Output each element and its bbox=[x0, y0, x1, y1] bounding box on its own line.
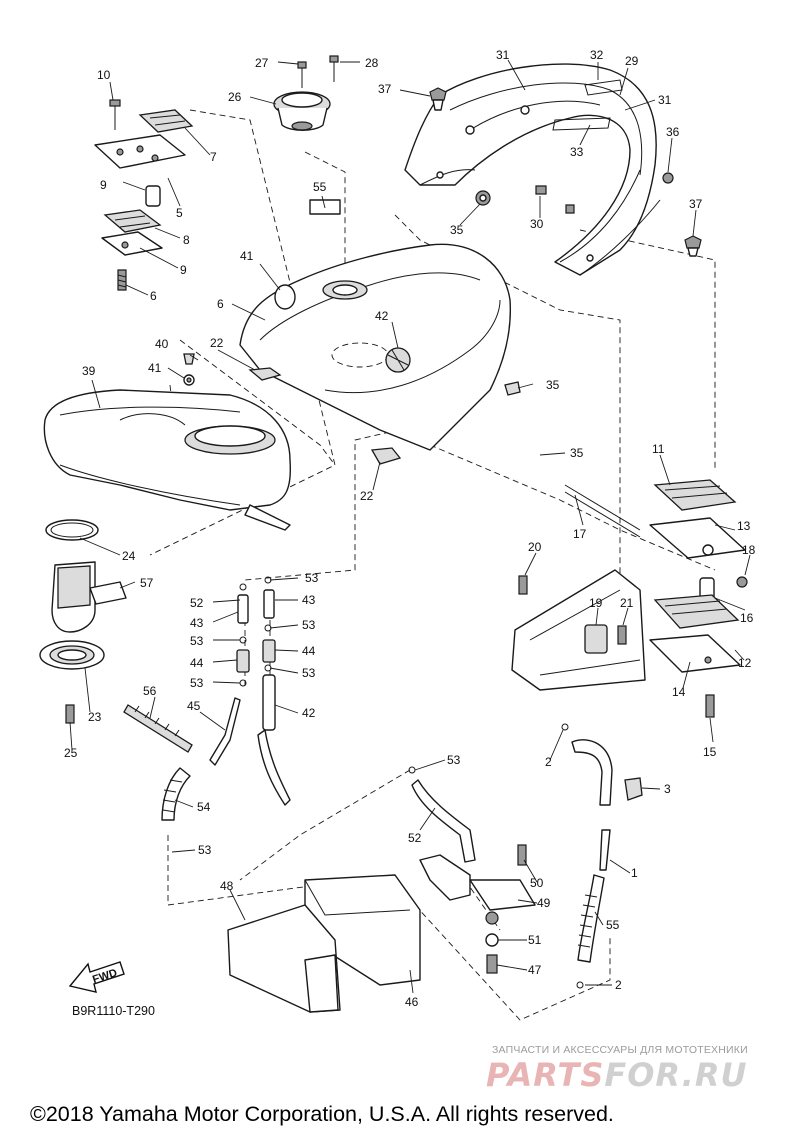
watermark-logo-part-b: FOR.RU bbox=[604, 1056, 748, 1094]
callout: 53 bbox=[302, 618, 316, 632]
callout: 22 bbox=[210, 336, 224, 350]
callout: 43 bbox=[302, 593, 316, 607]
callout: 53 bbox=[190, 676, 204, 690]
tank-grommet bbox=[183, 353, 195, 386]
callout: 33 bbox=[570, 145, 584, 159]
callout: 53 bbox=[302, 666, 316, 680]
diagram-code: B9R1110-T290 bbox=[72, 1004, 155, 1018]
callout: 18 bbox=[742, 543, 756, 557]
fuel-tank bbox=[43, 389, 292, 531]
callout: 49 bbox=[537, 896, 551, 910]
callout: 14 bbox=[672, 685, 686, 699]
callout: 35 bbox=[450, 223, 464, 237]
breather-hoses bbox=[408, 723, 643, 989]
callout: 1 bbox=[631, 866, 638, 880]
callout: 12 bbox=[738, 656, 752, 670]
tank-cover bbox=[239, 199, 521, 465]
seat-cowl bbox=[404, 63, 661, 276]
leader-lines bbox=[69, 59, 751, 994]
callout: 35 bbox=[570, 446, 584, 460]
callout: 37 bbox=[378, 82, 392, 96]
drain-hose bbox=[123, 697, 241, 821]
callout: 32 bbox=[590, 48, 604, 62]
copyright-notice: ©2018 Yamaha Motor Corporation, U.S.A. A… bbox=[30, 1102, 614, 1126]
callout: 53 bbox=[190, 634, 204, 648]
callout: 42 bbox=[302, 706, 316, 720]
evap-canister bbox=[227, 844, 536, 1013]
callout: 6 bbox=[217, 297, 224, 311]
watermark-shop-text: ЗАПЧАСТИ И АКСЕССУАРЫ ДЛЯ МОТОТЕХНИКИ bbox=[492, 1044, 748, 1056]
callout: 51 bbox=[528, 933, 542, 947]
callout: 56 bbox=[143, 684, 157, 698]
callout: 50 bbox=[530, 876, 544, 890]
callout: 26 bbox=[228, 90, 242, 104]
callout: 9 bbox=[180, 263, 187, 277]
callout: 52 bbox=[408, 831, 422, 845]
callout: 21 bbox=[620, 596, 634, 610]
callout: 19 bbox=[589, 596, 603, 610]
mount-brackets bbox=[511, 479, 748, 718]
fuel-pump bbox=[39, 519, 127, 724]
callout: 41 bbox=[240, 249, 254, 263]
callout: 31 bbox=[658, 93, 672, 107]
callout: 11 bbox=[652, 442, 665, 456]
callout: 48 bbox=[220, 879, 234, 893]
callout: 10 bbox=[97, 68, 111, 82]
callout: 30 bbox=[530, 217, 544, 231]
callout: 5 bbox=[176, 206, 183, 220]
callout: 57 bbox=[140, 576, 154, 590]
callout: 16 bbox=[740, 611, 754, 625]
callout: 25 bbox=[64, 746, 78, 760]
callout: 17 bbox=[573, 527, 587, 541]
callout: 36 bbox=[666, 125, 680, 139]
callout: 45 bbox=[187, 699, 201, 713]
callout-numbers: 10 9 5 7 8 9 6 27 28 26 55 41 6 42 22 40… bbox=[64, 48, 756, 1009]
callout: 22 bbox=[360, 489, 374, 503]
watermark-logo: PARTSFOR.RU bbox=[486, 1056, 747, 1094]
callout: 7 bbox=[210, 150, 217, 164]
callout: 23 bbox=[88, 710, 102, 724]
callout: 31 bbox=[496, 48, 510, 62]
callout: 39 bbox=[82, 364, 96, 378]
hose-fittings bbox=[236, 576, 291, 806]
callout: 8 bbox=[183, 233, 190, 247]
callout: 2 bbox=[545, 755, 552, 769]
callout: 52 bbox=[190, 596, 204, 610]
callout: 44 bbox=[190, 656, 204, 670]
callout: 55 bbox=[606, 918, 620, 932]
callout: 44 bbox=[302, 644, 316, 658]
callout: 41 bbox=[148, 361, 162, 375]
callout: 9 bbox=[100, 178, 107, 192]
callout: 42 bbox=[375, 309, 389, 323]
callout: 3 bbox=[664, 782, 671, 796]
forward-arrow-icon: FWD bbox=[68, 961, 125, 993]
callout: 27 bbox=[255, 56, 269, 70]
callout: 53 bbox=[305, 571, 319, 585]
callout: 53 bbox=[447, 753, 461, 767]
callout: 46 bbox=[405, 995, 419, 1009]
callout: 40 bbox=[155, 337, 169, 351]
callout: 55 bbox=[313, 180, 327, 194]
callout: 43 bbox=[190, 616, 204, 630]
watermark-logo-part-a: PARTS bbox=[486, 1056, 605, 1094]
callout: 28 bbox=[365, 56, 379, 70]
callout: 15 bbox=[703, 745, 717, 759]
callout: 54 bbox=[197, 800, 211, 814]
callout: 6 bbox=[150, 289, 157, 303]
fuel-cap bbox=[273, 55, 339, 131]
callout: 20 bbox=[528, 540, 542, 554]
callout: 13 bbox=[737, 519, 751, 533]
callout: 29 bbox=[625, 54, 639, 68]
cowl-fasteners bbox=[429, 87, 702, 257]
callout: 37 bbox=[689, 197, 703, 211]
top-bracket-parts bbox=[94, 99, 194, 291]
callout: 24 bbox=[122, 549, 136, 563]
callout: 35 bbox=[546, 378, 560, 392]
callout: 47 bbox=[528, 963, 542, 977]
callout: 53 bbox=[198, 843, 212, 857]
callout: 2 bbox=[615, 978, 622, 992]
